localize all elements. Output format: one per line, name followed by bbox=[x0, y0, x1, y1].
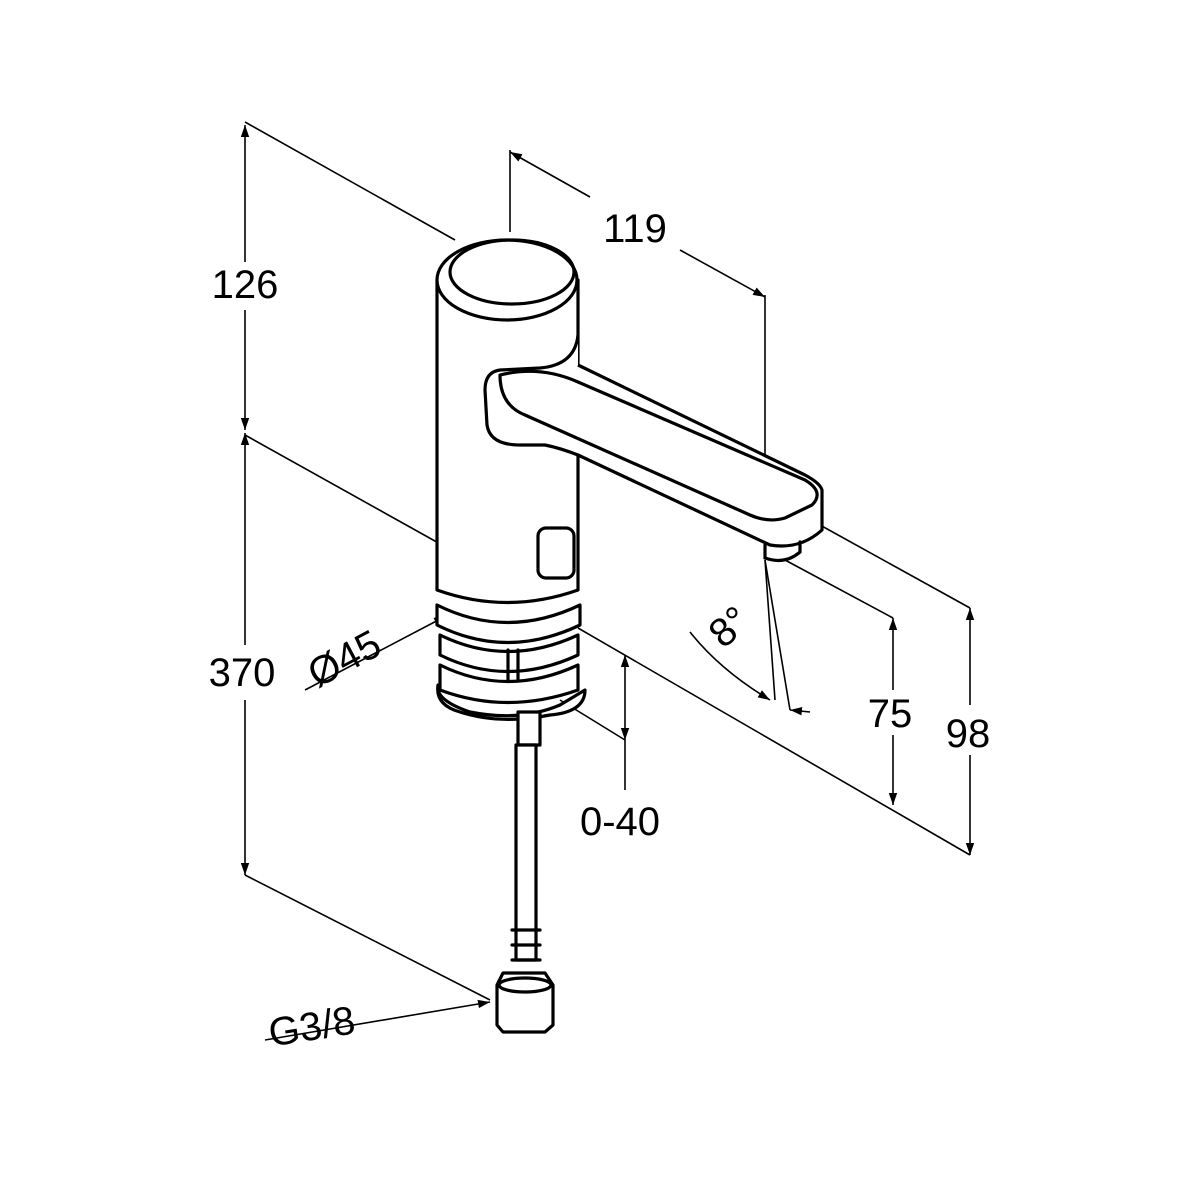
extension-lines bbox=[244, 121, 971, 1001]
dim-g38: G3/8 bbox=[266, 999, 359, 1056]
dim-126: 126 bbox=[212, 263, 279, 307]
sensor-window bbox=[536, 526, 576, 580]
dim-119: 119 bbox=[603, 207, 667, 251]
dim-75: 75 bbox=[868, 692, 913, 736]
mounting-base bbox=[435, 603, 587, 747]
dim-0-40: 0-40 bbox=[580, 800, 660, 844]
dim-370: 370 bbox=[209, 651, 276, 695]
connection-nut bbox=[495, 971, 555, 1034]
supply-hose bbox=[495, 743, 555, 1034]
dim-98: 98 bbox=[946, 712, 991, 756]
faucet-body bbox=[435, 238, 824, 605]
dimension-lines bbox=[240, 125, 975, 1041]
dim-angle: 8° bbox=[701, 598, 759, 656]
